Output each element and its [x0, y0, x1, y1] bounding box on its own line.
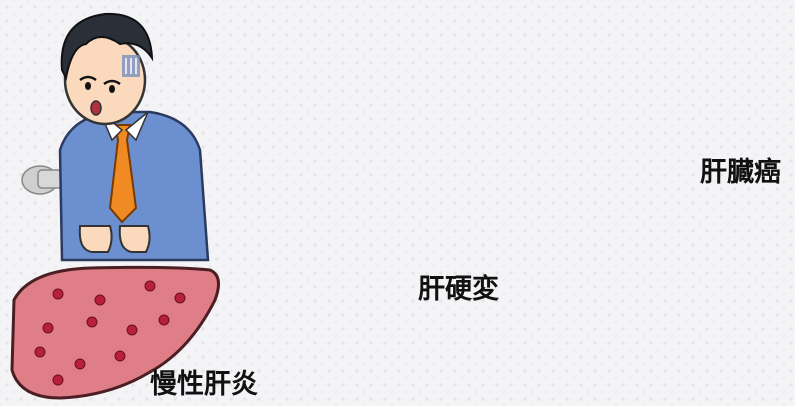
label-cirrhosis: 肝硬変	[418, 274, 499, 305]
label-chronic-hepatitis: 慢性肝炎	[150, 369, 258, 400]
liver-hepatitis-illustration	[10, 265, 221, 400]
sick-man-illustration	[21, 12, 210, 262]
label-liver-cancer: 肝臓癌	[700, 157, 781, 188]
sigh-puff-icon	[21, 165, 63, 195]
